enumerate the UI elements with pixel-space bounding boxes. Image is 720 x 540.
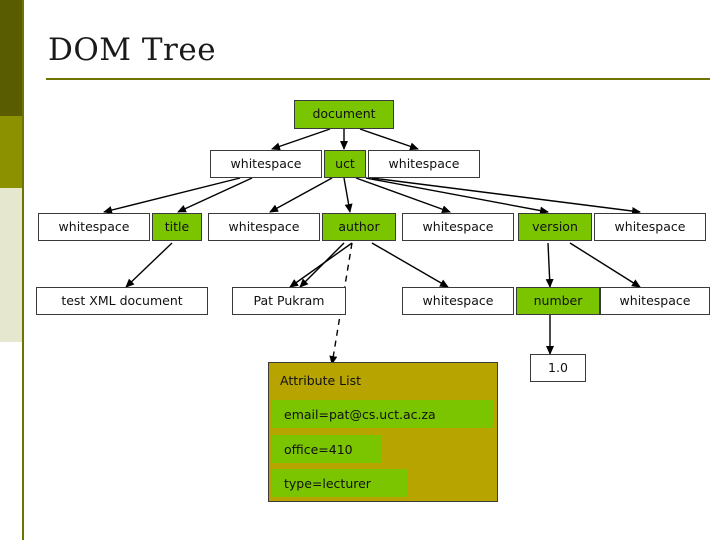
node-version-value[interactable]: 1.0 <box>530 354 586 382</box>
attribute-item-office[interactable]: office=410 <box>272 435 382 463</box>
node-whitespace-root-right[interactable]: whitespace <box>368 150 480 178</box>
left-accent-bar-white <box>0 342 22 540</box>
node-number[interactable]: number <box>516 287 600 315</box>
left-accent-bar-dark <box>0 0 22 116</box>
node-title[interactable]: title <box>152 213 202 241</box>
left-accent-bar-pale <box>0 188 22 342</box>
left-vertical-rule <box>22 0 24 540</box>
node-document[interactable]: document <box>294 100 394 129</box>
attribute-list-title: Attribute List <box>280 372 362 388</box>
node-uct[interactable]: uct <box>324 150 366 178</box>
node-whitespace-l2[interactable]: whitespace <box>208 213 320 241</box>
node-whitespace-l4[interactable]: whitespace <box>594 213 706 241</box>
node-whitespace-l5[interactable]: whitespace <box>402 287 514 315</box>
node-author[interactable]: author <box>322 213 396 241</box>
node-whitespace-l3[interactable]: whitespace <box>402 213 514 241</box>
attribute-item-email[interactable]: email=pat@cs.uct.ac.za <box>272 400 494 428</box>
attribute-item-type[interactable]: type=lecturer <box>272 469 408 497</box>
node-version[interactable]: version <box>518 213 592 241</box>
page-title: DOM Tree <box>48 32 217 68</box>
node-pat-pukram[interactable]: Pat Pukram <box>232 287 346 315</box>
node-whitespace-l1[interactable]: whitespace <box>38 213 150 241</box>
left-accent-bar-olive <box>0 116 22 188</box>
node-whitespace-root-left[interactable]: whitespace <box>210 150 322 178</box>
node-test-xml-document[interactable]: test XML document <box>36 287 208 315</box>
title-underline <box>46 78 710 80</box>
node-whitespace-l6[interactable]: whitespace <box>600 287 710 315</box>
